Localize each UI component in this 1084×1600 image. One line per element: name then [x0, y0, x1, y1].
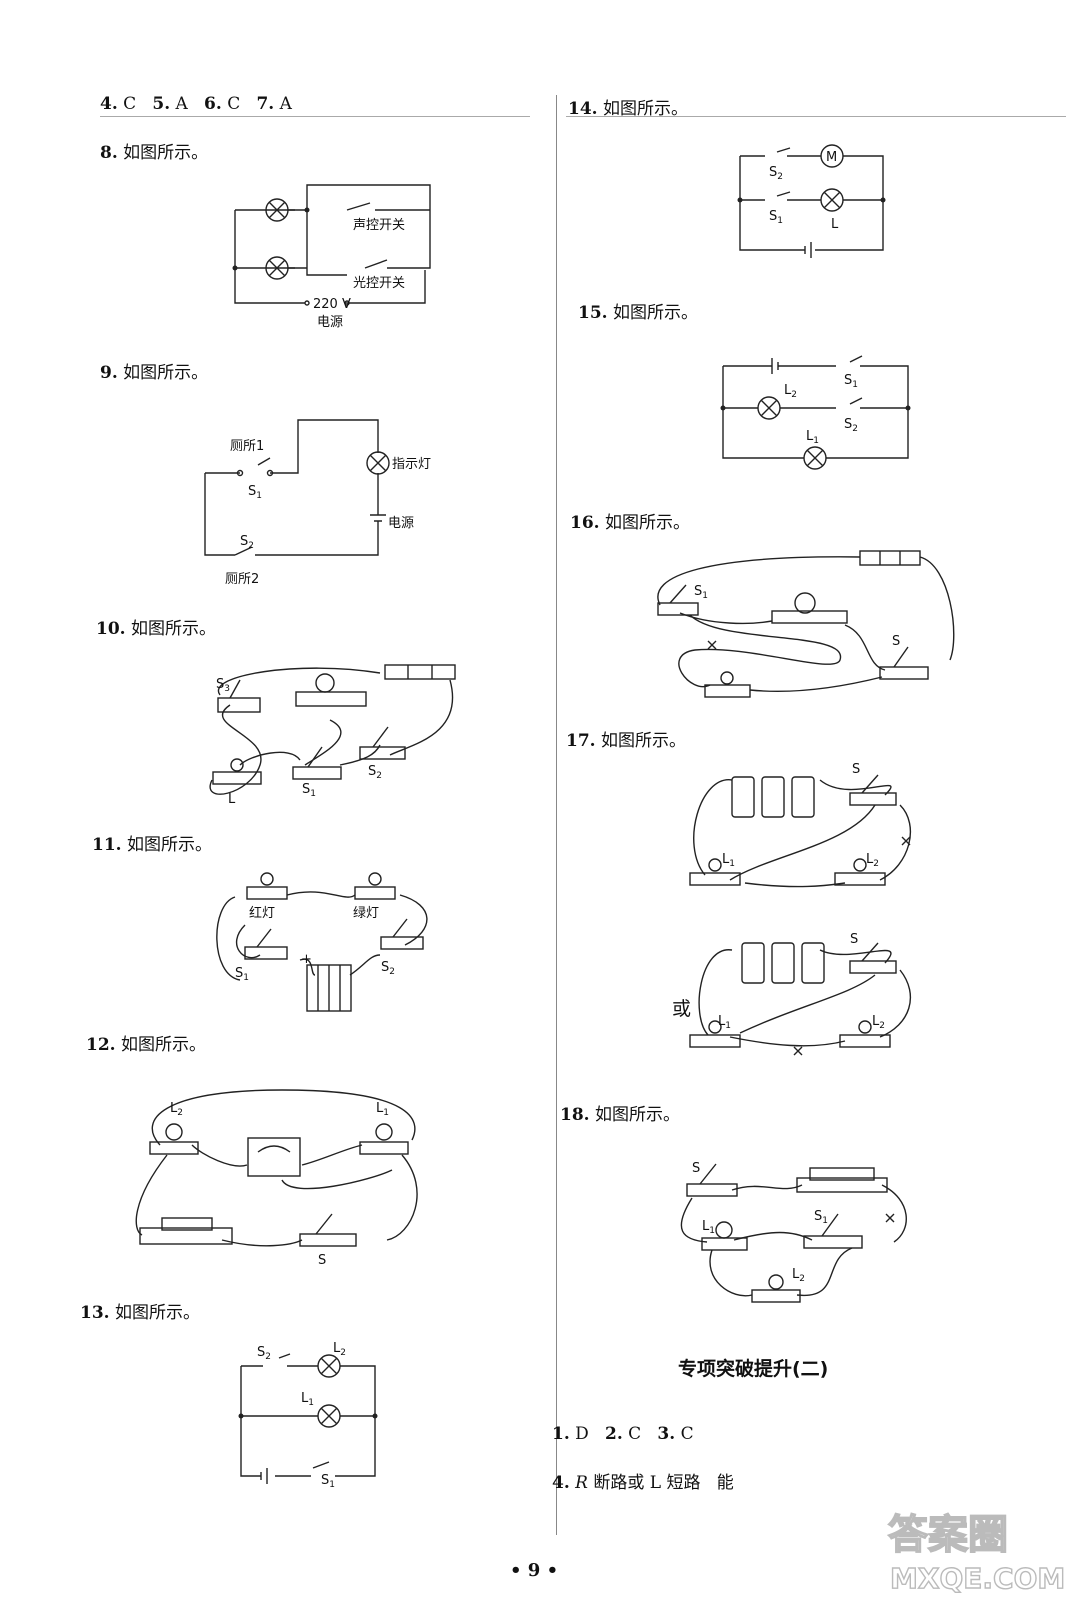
- answers-4-7: 4. C 5. A 6. C 7. A: [100, 94, 292, 114]
- q16-heading: 16. 如图所示。: [570, 513, 690, 533]
- q17-circuit-diagram: S L1 L2 S L1 L2: [689, 762, 912, 1056]
- q9-indicator-label: 指示灯: [392, 457, 431, 472]
- q17-or-label: 或: [672, 998, 692, 1020]
- q8-sound-switch-label: 声控开关: [353, 218, 405, 233]
- q17-l2-label: L2: [866, 852, 879, 869]
- q8-power-label: 电源: [317, 315, 343, 330]
- q8-voltage-label: 220 V: [313, 297, 351, 312]
- q14-s2-label: S2: [769, 165, 783, 182]
- q17-alt-l2-label: L2: [872, 1014, 885, 1031]
- q9-heading: 9. 如图所示。: [100, 363, 209, 383]
- q11-green-light-label: 绿灯: [353, 906, 379, 921]
- q13-s2-label: S2: [257, 1345, 271, 1362]
- q12-circuit-diagram: L2 L1 S: [135, 1089, 418, 1268]
- q14-motor-label: M: [826, 150, 837, 165]
- q15-heading: 15. 如图所示。: [578, 303, 698, 323]
- top-rule-right: [566, 116, 1066, 117]
- q17-s-label: S: [852, 762, 860, 777]
- q18-s1-label: S1: [814, 1209, 828, 1226]
- column-divider: [556, 95, 557, 1535]
- q9-s1-label: S1: [248, 484, 262, 501]
- q11-plus-label: +: [301, 952, 312, 967]
- q16-s1-label: S1: [694, 584, 708, 601]
- q10-l-label: L: [228, 792, 236, 807]
- watermark-line2: MXQE.COM: [890, 1562, 1065, 1595]
- q10-s1-label: S1: [302, 782, 316, 799]
- q10-s3-label: S3: [216, 677, 230, 694]
- q8-light-switch-label: 光控开关: [353, 276, 405, 291]
- q8-heading: 8. 如图所示。: [100, 143, 209, 163]
- q17-alt-l1-label: L1: [718, 1014, 731, 1031]
- q15-s1-label: S1: [844, 373, 858, 390]
- q15-circuit-diagram: S1 L2 S2 L1: [720, 355, 911, 470]
- watermark-logo: 答案圈 MXQE.COM: [887, 1511, 1066, 1596]
- q9-circuit-diagram: 厕所1 S1 指示灯 电源 S2 厕所2: [204, 419, 431, 587]
- q16-s-label: S: [892, 634, 900, 649]
- top-rule-left: [100, 116, 530, 117]
- q14-heading: 14. 如图所示。: [568, 99, 688, 119]
- q13-l1-label: L1: [301, 1391, 314, 1408]
- q16-circuit-diagram: S1 S: [657, 550, 955, 698]
- q18-s-label: S: [692, 1161, 700, 1176]
- q13-l2-label: L2: [333, 1341, 346, 1358]
- q18-heading: 18. 如图所示。: [560, 1105, 680, 1125]
- q11-red-light-label: 红灯: [249, 905, 275, 921]
- q13-s1-label: S1: [321, 1473, 335, 1490]
- watermark-line1: 答案圈: [888, 1512, 1008, 1558]
- q14-s1-label: S1: [769, 209, 783, 226]
- q9-toilet2-label: 厕所2: [225, 572, 259, 587]
- q8-circuit-diagram: 声控开关 光控开关 220 V 电源: [232, 184, 431, 330]
- section-title: 专项突破提升(二): [678, 1358, 829, 1380]
- q17-l1-label: L1: [722, 852, 735, 869]
- q14-circuit-diagram: M S2 S1 L: [737, 144, 886, 258]
- q18-l1-label: L1: [702, 1219, 715, 1236]
- q9-power-label: 电源: [388, 516, 414, 531]
- q12-heading: 12. 如图所示。: [86, 1035, 206, 1055]
- q10-circuit-diagram: S3 L S1 S2: [209, 664, 456, 807]
- page-number: • 9 •: [510, 1560, 559, 1581]
- q9-s2-label: S2: [240, 534, 254, 551]
- q15-l1-label: L1: [806, 429, 819, 446]
- q18-circuit-diagram: S S1 L1 L2: [680, 1161, 907, 1303]
- q18-l2-label: L2: [792, 1267, 805, 1284]
- q12-l2-label: L2: [170, 1101, 183, 1118]
- answers-1-3: 1. D 2. C 3. C: [552, 1424, 694, 1444]
- q11-s1-label: S1: [235, 966, 249, 983]
- q17-heading: 17. 如图所示。: [566, 731, 686, 751]
- q15-l2-label: L2: [784, 383, 797, 400]
- q13-circuit-diagram: S2 L2 L1 S1: [238, 1341, 378, 1490]
- q11-circuit-diagram: 红灯 绿灯 S1 S2 +: [216, 872, 428, 1012]
- q14-l-label: L: [831, 217, 839, 232]
- q17-alt-s-label: S: [850, 932, 858, 947]
- q12-l1-label: L1: [376, 1101, 389, 1118]
- q11-heading: 11. 如图所示。: [92, 835, 212, 855]
- q13-heading: 13. 如图所示。: [80, 1303, 200, 1323]
- q10-heading: 10. 如图所示。: [96, 619, 216, 639]
- q10-s2-label: S2: [368, 764, 382, 781]
- q11-s2-label: S2: [381, 960, 395, 977]
- q9-toilet1-label: 厕所1: [230, 439, 264, 454]
- q15-s2-label: S2: [844, 417, 858, 434]
- answer-4: 4. R 断路或 L 短路 能: [552, 1473, 734, 1493]
- q12-s-label: S: [318, 1253, 326, 1268]
